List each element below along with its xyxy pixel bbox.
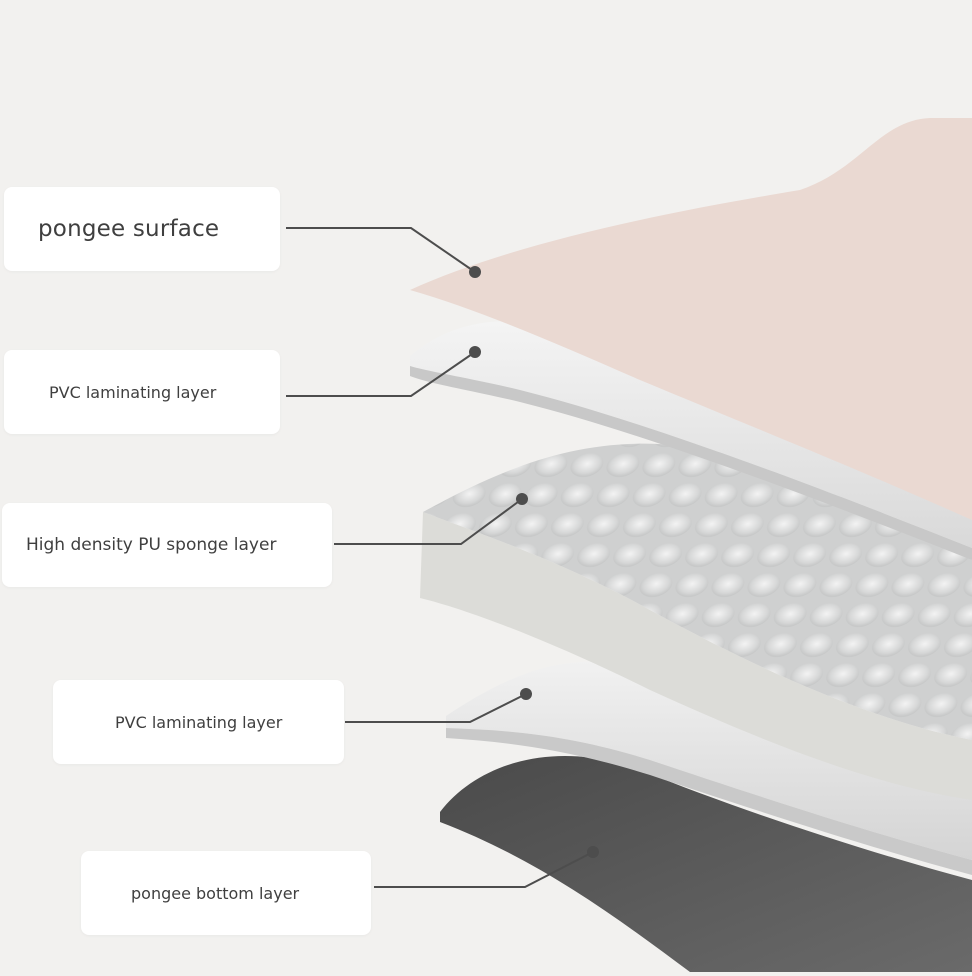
leader-dot-3: [516, 493, 528, 505]
leader-dot-2: [469, 346, 481, 358]
lower-pvc-layer-edge: [446, 728, 972, 875]
label-card-pu-sponge: High density PU sponge layer: [2, 503, 332, 587]
lower-pvc-layer-shape: [446, 661, 972, 860]
leader-line-1: [286, 227, 476, 273]
leader-line-2: [286, 351, 476, 397]
label-card-pongee-bottom: pongee bottom layer: [81, 851, 371, 935]
label-pvc-laminating-bottom: PVC laminating layer: [115, 712, 283, 732]
label-card-pongee-surface: pongee surface: [4, 187, 280, 271]
label-pvc-laminating-top: PVC laminating layer: [49, 382, 217, 402]
upper-pvc-layer-edge: [410, 366, 972, 560]
sponge-layer-side: [420, 512, 972, 800]
leader-line-5: [374, 851, 594, 888]
label-card-pvc-laminating-bottom: PVC laminating layer: [53, 680, 344, 764]
label-pongee-surface: pongee surface: [38, 216, 220, 242]
label-pongee-bottom: pongee bottom layer: [131, 883, 300, 903]
bottom-layer-shape: [440, 755, 972, 972]
leader-line-3: [334, 498, 523, 545]
leader-line-4: [345, 693, 527, 723]
leader-dot-4: [520, 688, 532, 700]
sponge-layer-top: [423, 443, 972, 740]
surface-layer-shape: [410, 118, 972, 520]
leader-dots: [469, 266, 599, 858]
upper-pvc-layer-shape: [410, 321, 972, 548]
leader-dot-1: [469, 266, 481, 278]
leader-dot-5: [587, 846, 599, 858]
label-pu-sponge: High density PU sponge layer: [26, 535, 277, 555]
leader-lines: [286, 227, 594, 888]
label-card-pvc-laminating-top: PVC laminating layer: [4, 350, 280, 434]
